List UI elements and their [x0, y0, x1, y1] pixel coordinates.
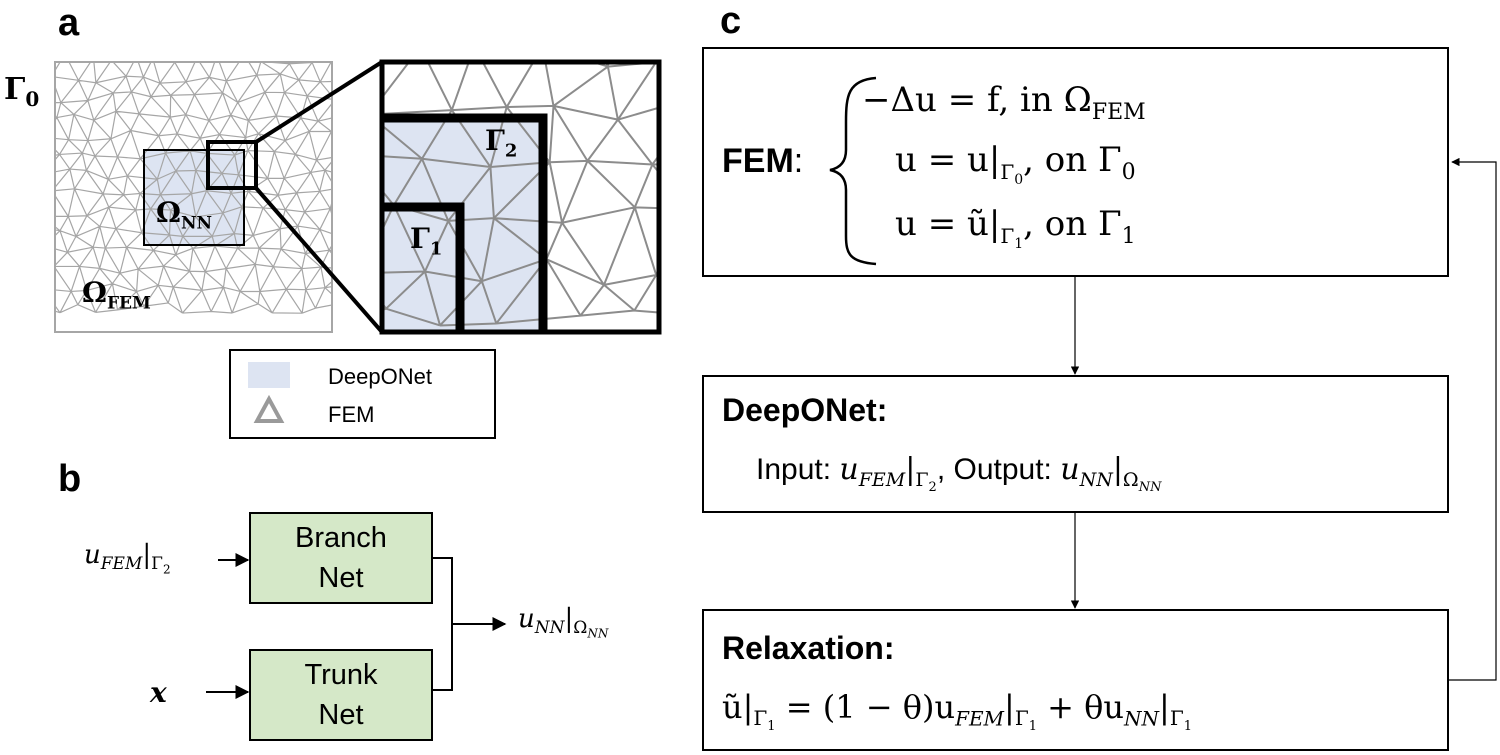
fem-box [702, 47, 1449, 277]
legend [229, 349, 496, 439]
gamma1-label: Γ1 [410, 222, 443, 260]
network-output-label: uNN|ΩNN [518, 604, 609, 641]
fem-equation-2: u = u|Γ0, on Γ0 [895, 140, 1136, 188]
branch-input-label: uFEM|Γ2 [84, 540, 171, 577]
mesh-edges [382, 62, 659, 327]
relaxation-title: Relaxation: [722, 630, 895, 666]
omega-fem-label: ΩFEM [82, 276, 151, 314]
gamma0-label: Γ0 [4, 72, 40, 111]
curly-brace [829, 76, 877, 266]
deeponet-architecture [206, 512, 507, 741]
legend-label-deeponet: DeepONet [328, 364, 432, 389]
fem-mesh [54, 61, 333, 333]
deeponet-io-line: Input: uFEM|Γ2, Output: uNN|ΩNN [756, 452, 1162, 495]
relaxation-box [702, 609, 1449, 751]
triangle-icon [253, 394, 285, 423]
gamma1-boundary [384, 202, 465, 332]
deeponet-title: DeepONet: [722, 392, 888, 428]
zoomed-mesh [379, 59, 662, 335]
legend-swatch-deeponet [248, 362, 290, 388]
zoom-connector-top [254, 60, 384, 144]
gamma2-label: Γ2 [485, 124, 518, 162]
trunk-net-box [249, 649, 433, 741]
gamma2-boundary [384, 113, 548, 332]
omega-nn-boundary [143, 149, 245, 246]
fem-title: FEM: [722, 142, 804, 180]
fem-equation-1: −Δu = f, in ΩFEM [862, 80, 1146, 125]
relaxation-equation: ũ|Γ1 = (1 − θ)uFEM|Γ1 + θuNN|Γ1 [722, 688, 1192, 735]
flow-arrow-feedback [1448, 157, 1497, 681]
trunk-input-label: x [150, 676, 167, 709]
legend-label-fem: FEM [328, 402, 375, 427]
zoom-window [206, 140, 258, 190]
deeponet-box [702, 375, 1449, 513]
branch-net-box [249, 512, 433, 604]
omega-nn-label: ΩNN [156, 196, 213, 234]
panel-label-a: a [58, 2, 80, 44]
algorithm-flow [702, 47, 1497, 751]
zoom-connector-bottom [254, 186, 384, 334]
panel-label-c: c [720, 0, 742, 42]
panel-label-b: b [58, 458, 82, 500]
fem-equation-3: u = ũ|Γ1, on Γ1 [895, 204, 1136, 252]
